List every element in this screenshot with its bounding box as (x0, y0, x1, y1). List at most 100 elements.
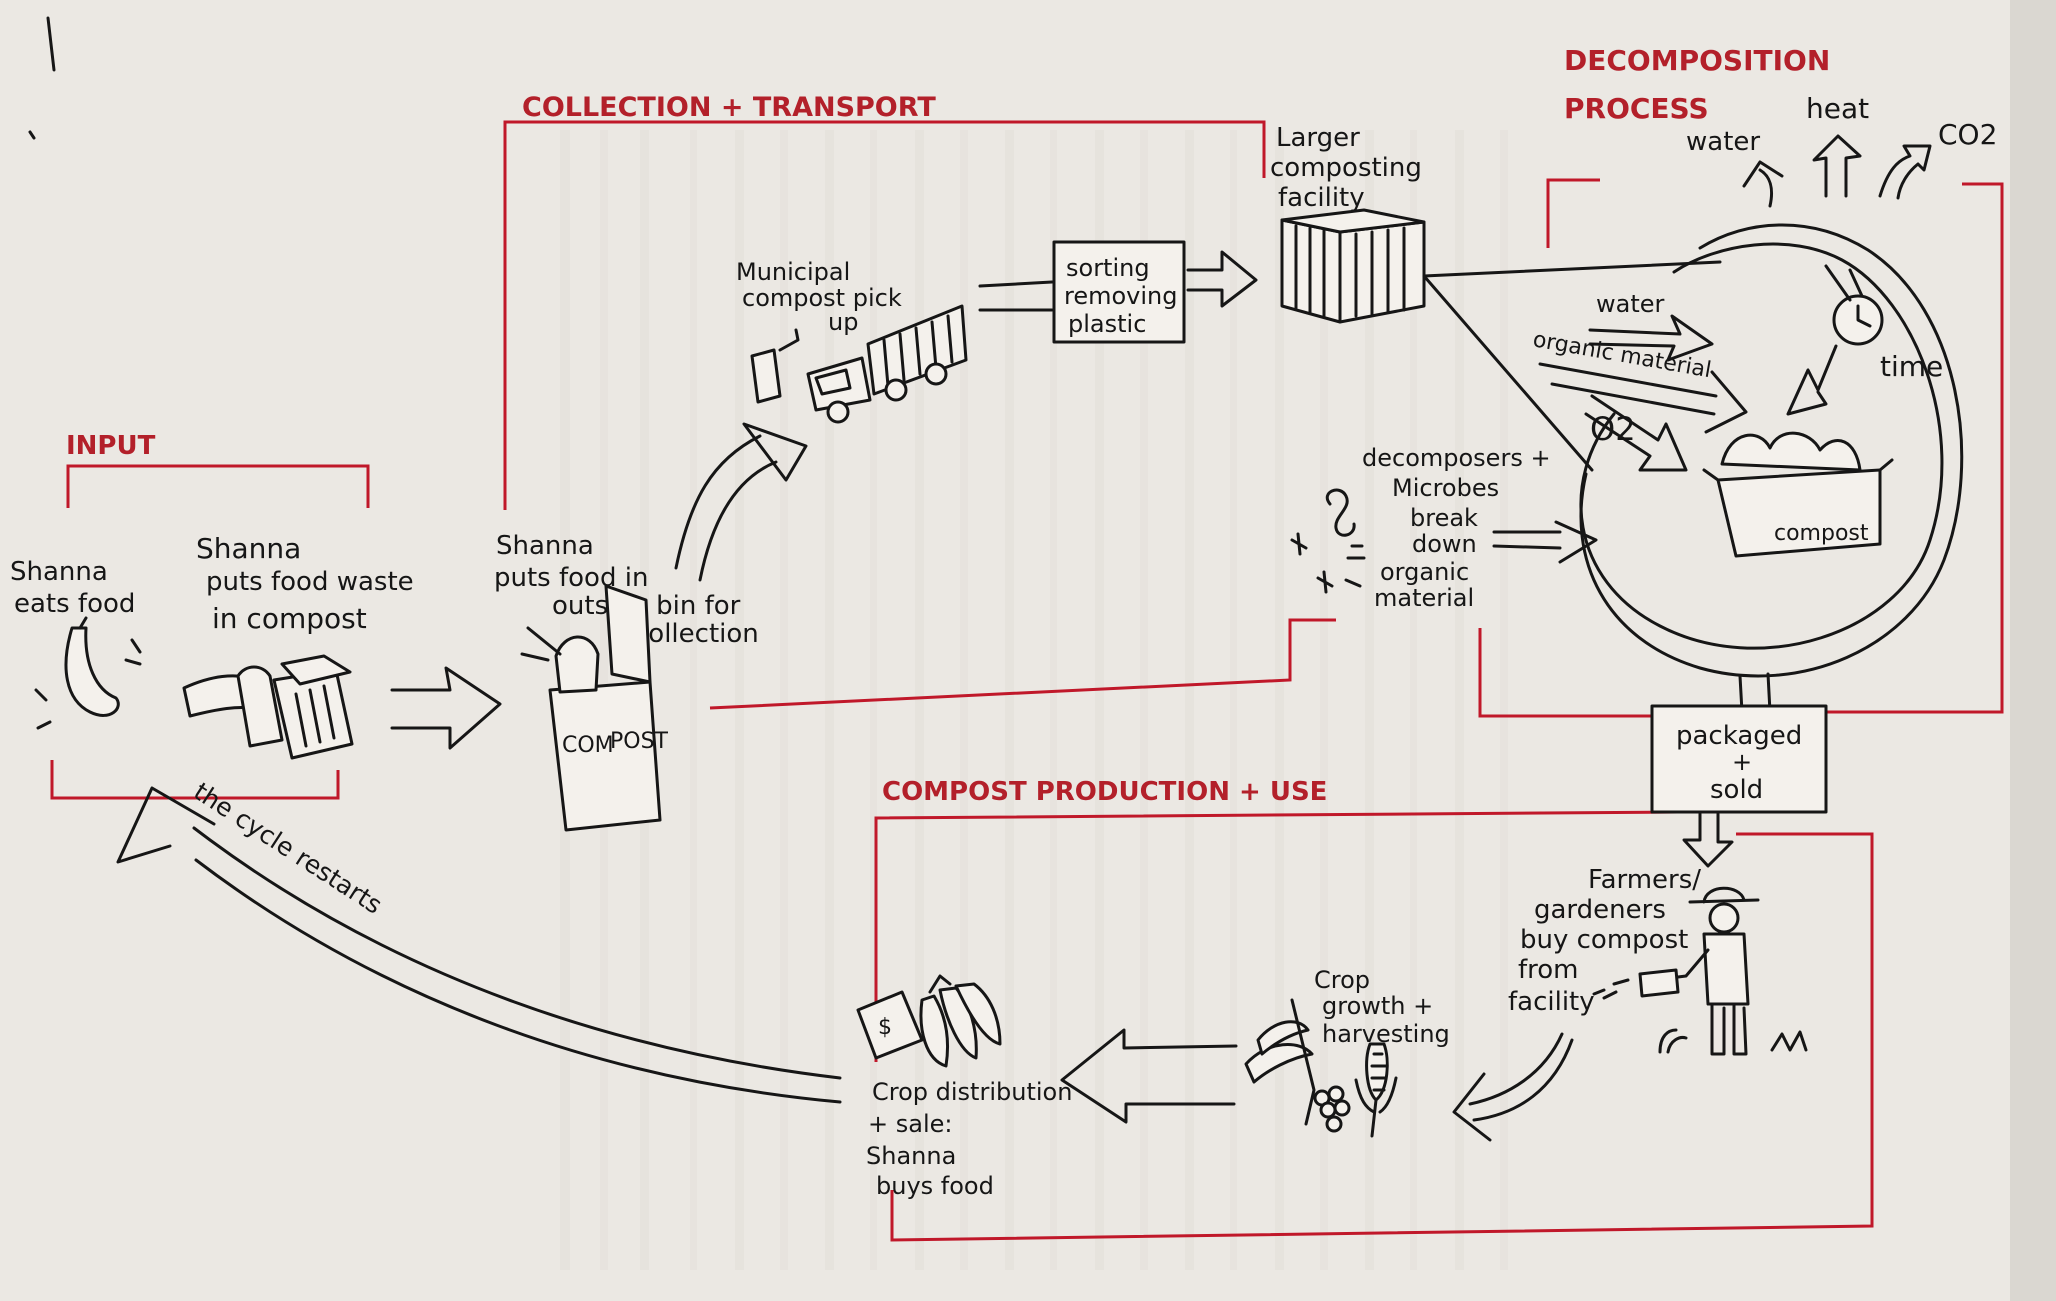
heat-label: heat (1806, 92, 1869, 125)
sorting-label-1: sorting (1066, 254, 1150, 282)
eats-food-label-2: eats food (14, 589, 135, 619)
decomposers-label-2: Microbes (1392, 474, 1499, 502)
margin-pen-mark (28, 16, 56, 140)
decomposers-label-6: material (1374, 584, 1474, 612)
facility-building-icon (1280, 208, 1426, 324)
arrow-crops-to-distribution (1060, 1028, 1238, 1124)
co2-out-arrow (1878, 144, 1932, 200)
decomposition-frame (1546, 178, 1600, 248)
crops-icon (1244, 998, 1398, 1138)
compost-box-icon: compost (1702, 431, 1894, 558)
facility-to-drum-lines (1422, 260, 1722, 472)
farmer-icon (1592, 886, 1808, 1056)
distribution-label-3: Shanna (866, 1142, 956, 1170)
sorting-label-3: plastic (1068, 310, 1146, 338)
decomposition-section: water heat CO2 water organic material O2 (1290, 92, 1997, 714)
microbes-icon (1290, 488, 1366, 594)
co2-label: CO2 (1938, 118, 1997, 151)
input-section: Shanna eats food Shanna puts food waste … (10, 532, 502, 760)
packaged-label-1: packaged (1676, 721, 1802, 751)
outside-bin-label-4: collection (634, 619, 759, 649)
decomposers-label-1: decomposers + (1362, 444, 1551, 472)
farmers-label-3: buy compost (1520, 925, 1688, 955)
page-edge-shadow (2010, 0, 2056, 1301)
sorting-label-2: removing (1064, 282, 1177, 310)
decomposers-label-5: organic (1380, 558, 1469, 586)
puts-waste-label-2: puts food waste (206, 567, 414, 597)
packaged-label-2: + (1732, 748, 1752, 776)
distribution-label-1: Crop distribution (872, 1078, 1072, 1106)
collection-frame-bottom (709, 618, 1336, 710)
packaged-sold-box: packaged + sold (1650, 704, 1828, 814)
facility-label-1: Larger (1276, 123, 1360, 153)
arrow-bin-to-truck (674, 422, 808, 582)
outside-bin-label-1: Shanna (496, 531, 594, 561)
price-tag-bananas-icon: $ (856, 974, 1002, 1068)
banana-icon (34, 616, 142, 730)
farmers-label-4: from (1518, 955, 1579, 985)
heat-out-arrow (1812, 134, 1862, 198)
pickup-label-3: up (828, 308, 858, 336)
sorting-box: sorting removing plastic (1052, 240, 1186, 344)
pickup-label-2: compost pick (742, 284, 902, 312)
heading-collection: COLLECTION + TRANSPORT (522, 92, 936, 123)
price-tag-label: $ (878, 1015, 892, 1040)
bin-label-com: COM (562, 733, 614, 758)
production-frame (874, 810, 1679, 1062)
packaged-label-3: sold (1710, 775, 1763, 805)
kitchen-compost-bin-icon (182, 654, 354, 760)
production-frame-right (890, 832, 1874, 1242)
arrow-farmers-to-crops (1452, 1032, 1574, 1142)
collection-frame (503, 120, 1266, 510)
heading-production: COMPOST PRODUCTION + USE (882, 777, 1327, 807)
water-in-label: water (1596, 290, 1665, 318)
heading-decomposition: DECOMPOSITION (1564, 44, 1830, 77)
puts-waste-label-1: Shanna (196, 532, 301, 565)
distribution-label-2: + sale: (868, 1110, 952, 1138)
decomposition-frame-right (1778, 182, 2004, 714)
arrow-input-to-bin (390, 666, 502, 750)
time-label: time (1880, 350, 1943, 383)
organic-in-arrow (1538, 362, 1748, 434)
arrow-truck-to-sorting (978, 280, 1054, 312)
input-frame (66, 464, 370, 508)
farmers-label-1: Farmers/ (1588, 865, 1701, 895)
water-out-arrow (1742, 160, 1784, 208)
bin-label-post: POST (610, 729, 669, 754)
puts-waste-label-3: in compost (212, 602, 367, 635)
decomposers-label-3: break (1410, 504, 1478, 532)
water-out-label: water (1686, 127, 1760, 157)
arrow-sorting-to-facility (1186, 250, 1258, 308)
facility-label-2: composting (1270, 153, 1422, 183)
water-in-arrow (1588, 314, 1714, 362)
time-arrow (1786, 264, 1864, 416)
crop-growth-label-2: growth + (1322, 992, 1433, 1020)
gas-out-arrows (1742, 134, 1932, 208)
arrow-packaged-to-farmers (1682, 812, 1734, 868)
input-frame-bottom (50, 760, 340, 800)
pickup-label-1: Municipal (736, 258, 850, 286)
decomposers-arrow (1492, 520, 1598, 564)
clock-icon (1832, 294, 1884, 346)
compost-box-label: compost (1774, 521, 1869, 546)
decomposition-frame-left (1478, 628, 1652, 718)
crop-growth-label-1: Crop (1314, 966, 1370, 994)
outside-bin-label-2: puts food in (494, 563, 648, 593)
garbage-truck-icon (750, 304, 968, 424)
collection-section: Shanna puts food in outside bin for coll… (494, 123, 1426, 832)
crop-growth-label-3: harvesting (1322, 1020, 1450, 1048)
o2-arrow (1584, 394, 1688, 472)
outside-compost-bin-icon: COM POST (520, 584, 669, 832)
distribution-label-4: buys food (876, 1172, 994, 1200)
facility-label-3: facility (1278, 183, 1365, 213)
decomposers-label-4: down (1412, 530, 1477, 558)
eats-food-label-1: Shanna (10, 557, 108, 587)
cycle-restarts-arrow (116, 786, 842, 1104)
heading-input: INPUT (66, 431, 156, 461)
farmers-label-2: gardeners (1534, 895, 1666, 925)
heading-decomposition-2: PROCESS (1564, 92, 1709, 125)
farmers-label-5: facility (1508, 987, 1595, 1017)
